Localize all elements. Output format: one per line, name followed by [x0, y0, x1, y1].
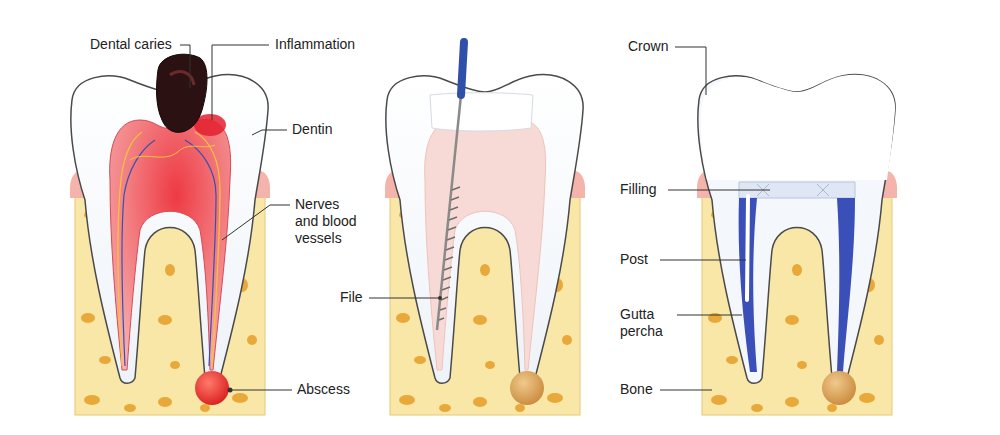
- nerve-line: [130, 145, 215, 160]
- gutta-percha-fill: [837, 198, 855, 372]
- treated-tooth: [385, 75, 585, 415]
- nerve-line: [195, 132, 220, 366]
- leader-dots: [228, 296, 443, 393]
- leader-line: [677, 315, 742, 316]
- healing-area: [822, 371, 856, 405]
- post: [747, 196, 748, 300]
- file-shaft: [437, 95, 461, 330]
- temporary-opening: [430, 93, 533, 131]
- part-label: Dental caries: [90, 36, 172, 53]
- leader-line: [369, 298, 440, 299]
- leader-line: [660, 390, 712, 391]
- infected-tooth: [70, 54, 270, 415]
- blood-vessel-line: [185, 140, 216, 366]
- crown-cap: [701, 75, 895, 180]
- part-label: Filling: [620, 181, 657, 198]
- abscess: [195, 371, 229, 405]
- blood-vessel-line: [122, 140, 155, 366]
- leader-line: [222, 205, 290, 240]
- part-label: Abscess: [297, 381, 350, 398]
- leader-line: [660, 260, 746, 261]
- leader-line: [180, 45, 190, 88]
- tooth-outline: [386, 75, 583, 384]
- leader-line: [252, 130, 287, 135]
- part-label: Nerves and blood vessels: [295, 196, 363, 247]
- leader-dot: [438, 296, 442, 300]
- healing-area: [510, 371, 544, 405]
- leader-line: [668, 190, 770, 191]
- leader-lines: [180, 45, 770, 390]
- part-label: Inflammation: [275, 36, 355, 53]
- leader-line: [212, 45, 269, 120]
- file-flutes: [439, 187, 460, 320]
- part-label: Gutta percha: [620, 306, 674, 340]
- part-label: Post: [620, 251, 648, 268]
- leader-dot: [228, 388, 233, 393]
- pulp: [425, 120, 546, 370]
- leader-line: [230, 390, 292, 391]
- pulp: [110, 120, 231, 370]
- part-label: File: [340, 289, 363, 306]
- part-label: Bone: [620, 381, 653, 398]
- part-label: Crown: [628, 38, 668, 55]
- restored-tooth: [697, 75, 897, 415]
- caries-lesion: [157, 54, 207, 132]
- file-handle: [461, 42, 464, 95]
- part-label: Dentin: [292, 121, 332, 138]
- leader-line: [675, 47, 706, 95]
- tooth-outline: [698, 75, 895, 384]
